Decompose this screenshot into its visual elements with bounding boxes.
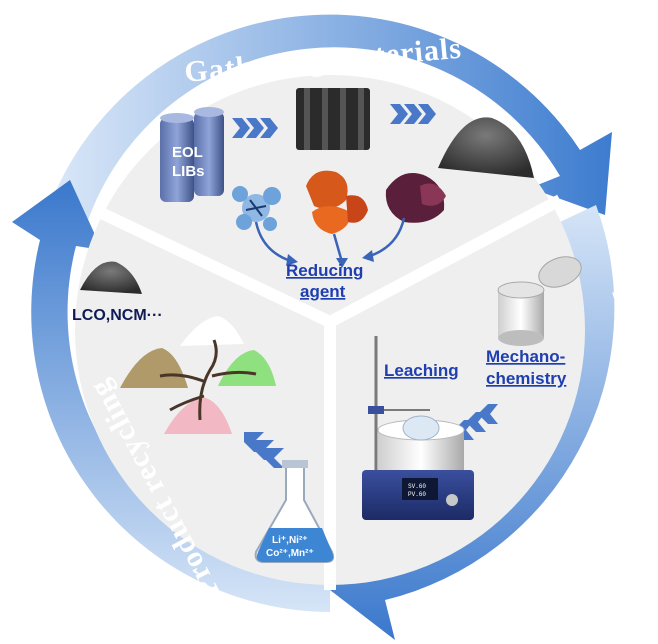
battery-label-line1: EOL (172, 144, 203, 161)
chevron-right-icon (390, 104, 436, 124)
ball-mill-jar (497, 256, 582, 346)
mechano-label-line1: Mechano- (486, 347, 565, 366)
graphite-electrode (296, 88, 370, 150)
reducing-agent-label-line1: Reducing (286, 261, 363, 280)
cathode-powder-piles (120, 316, 276, 434)
leaching-label: Leaching (384, 361, 459, 380)
reducing-agent-label-line2: agent (300, 282, 346, 301)
magnetic-stirrer-device (362, 336, 474, 520)
chevron-up-left-icon (244, 432, 284, 468)
reducing-agent-arrows (254, 217, 406, 263)
ring-arc-gathering (48, 14, 612, 227)
device-display-line1: SV.60 (408, 483, 426, 490)
flask-ions-line2: Co²⁺,Mn²⁺ (266, 548, 314, 559)
plant-material-icon (232, 186, 281, 231)
battery-label-line2: LIBs (172, 163, 205, 180)
erlenmeyer-flask (254, 460, 335, 563)
chevron-right-icon (232, 118, 278, 138)
tree-branch-icon (159, 339, 257, 421)
product-powder-pile (80, 261, 142, 294)
arrow-head-icon (286, 250, 374, 268)
flask-ions-line1: Li⁺,Ni²⁺ (272, 535, 308, 546)
products-label: LCO,NCM··· (72, 307, 163, 324)
orange-peel-icon (306, 170, 368, 234)
black-powder-pile (438, 117, 534, 178)
device-display-line2: PV.60 (408, 491, 426, 498)
grape-skin-icon (385, 173, 446, 223)
battery-cans (160, 107, 224, 202)
mechano-label-line2: chemistry (486, 369, 567, 388)
